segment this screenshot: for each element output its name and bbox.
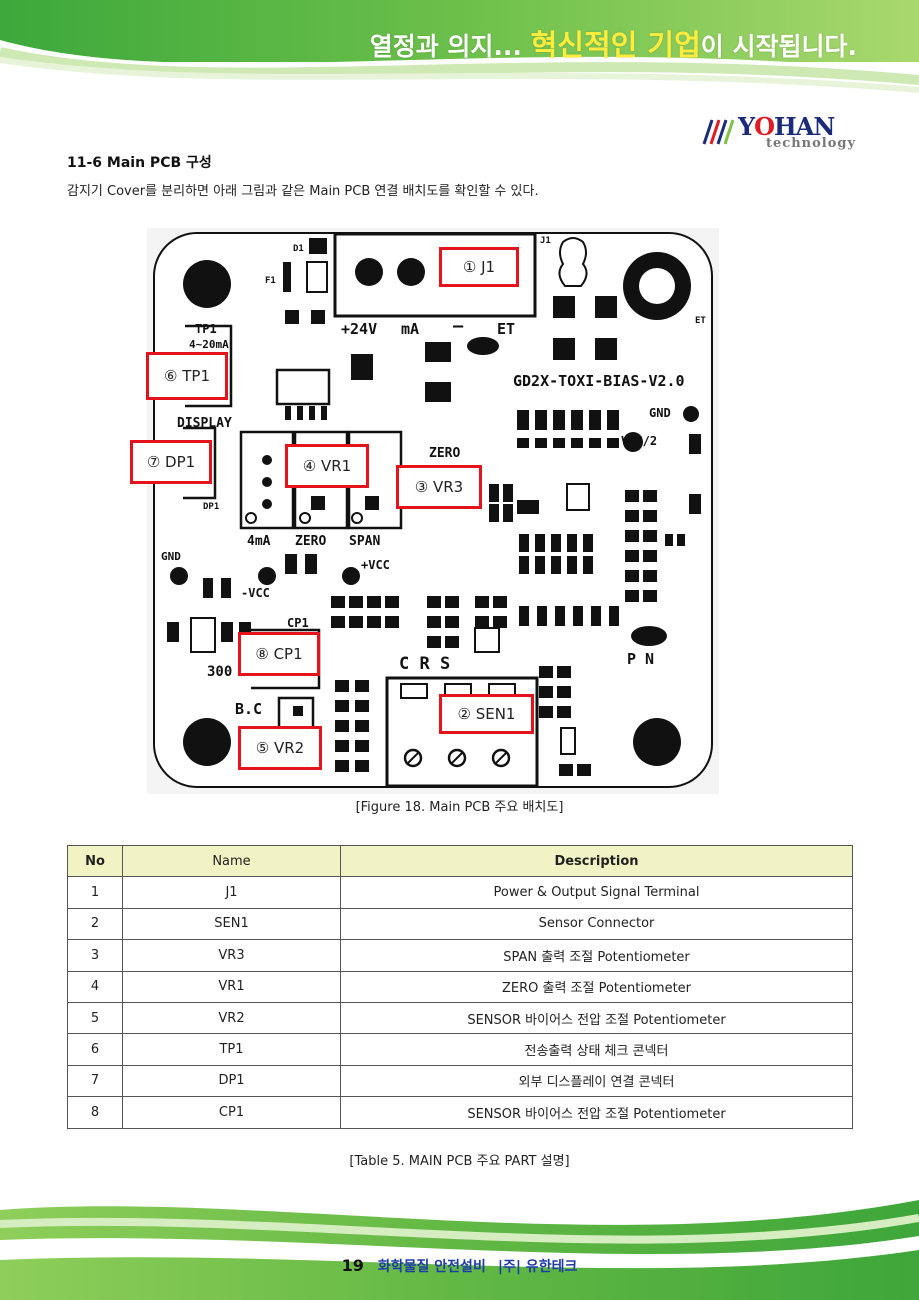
callout-tp1: ⑥ TP1 [146, 352, 228, 400]
callout-vr3: ③ VR3 [396, 465, 482, 509]
silk-bc: B.C [235, 700, 263, 718]
cell-name: SEN1 [122, 907, 341, 941]
footer-company-name: |주| 유한테크 [497, 1259, 578, 1275]
silk-zero-top: ZERO [429, 446, 461, 461]
pcb-label-f1: F1 [265, 276, 276, 286]
mounting-hole [183, 260, 231, 308]
silk-u5-300: 300 [207, 664, 233, 680]
cell-name: J1 [122, 876, 341, 909]
callout-j1: ① J1 [439, 247, 519, 287]
cell-description: Power & Output Signal Terminal [340, 876, 853, 909]
silk-gnd-left: GND [161, 550, 181, 563]
header-no: No [67, 844, 123, 878]
table-row: 1 J1 Power & Output Signal Terminal [67, 876, 853, 909]
pcb-label-d1: D1 [293, 244, 304, 254]
cell-description: 전송출력 상태 체크 콘넥터 [340, 1033, 853, 1066]
silk-tp1-sub: 4~20mA [189, 338, 229, 351]
footer-text: 19 화학물질 안전설비 |주| 유한테크 [0, 1256, 919, 1276]
cell-no: 7 [67, 1064, 123, 1098]
silk-gnd-right: GND [649, 406, 671, 420]
page-number: 19 [341, 1256, 364, 1275]
silk-pn: P N [627, 650, 655, 668]
slogan-highlight: 혁신적인 기업 [530, 28, 701, 62]
callout-vr1: ④ VR1 [285, 444, 369, 488]
cell-no: 6 [67, 1033, 123, 1066]
header-slogan: 열정과 의지... 혁신적인 기업이 시작됩니다. [369, 28, 857, 62]
cell-name: TP1 [122, 1033, 341, 1066]
table-row: 3 VR3 SPAN 출력 조절 Potentiometer [67, 939, 853, 972]
header-description: Description [340, 844, 853, 878]
cell-description: SENSOR 바이어스 전압 조절 Potentiometer [340, 1001, 853, 1035]
cell-description: SENSOR 바이어스 전압 조절 Potentiometer [340, 1096, 853, 1129]
pcb-figure: J1 D1 F1 ET +24V mA – ET GD2X-TOXI-BIAS-… [130, 228, 719, 794]
cell-no: 2 [67, 907, 123, 941]
sen1-connector-outline [385, 676, 539, 786]
cell-no: 1 [67, 876, 123, 909]
logo-brand-text: YOHAN [738, 112, 835, 141]
cell-no: 8 [67, 1096, 123, 1129]
silk-cp1: CP1 [287, 616, 309, 630]
silk-row-span: SPAN [349, 534, 381, 549]
company-logo: YOHAN technology [700, 112, 860, 154]
cell-no: 4 [67, 970, 123, 1003]
section-intro: 감지기 Cover를 분리하면 아래 그림과 같은 Main PCB 연결 배치… [67, 184, 539, 199]
callout-sen1: ② SEN1 [439, 694, 534, 734]
silk-csr: C R S [399, 654, 451, 674]
section-title: 11-6 Main PCB 구성 [67, 155, 212, 171]
silk-tp1: TP1 [195, 322, 217, 336]
logo-slashes-icon [702, 119, 734, 145]
table-row: 7 DP1 외부 디스플레이 연결 콘넥터 [67, 1064, 853, 1098]
board-name: GD2X-TOXI-BIAS-V2.0 [513, 372, 685, 390]
silk-neg-vcc: -VCC [241, 586, 270, 600]
terminal-label-minus: – [453, 316, 464, 336]
table-row: 4 VR1 ZERO 출력 조절 Potentiometer [67, 970, 853, 1003]
table-row: 2 SEN1 Sensor Connector [67, 907, 853, 941]
table-row: 8 CP1 SENSOR 바이어스 전압 조절 Potentiometer [67, 1096, 853, 1129]
cell-name: DP1 [122, 1064, 341, 1098]
callout-vr2: ⑤ VR2 [238, 726, 322, 770]
cell-description: 외부 디스플레이 연결 콘넥터 [340, 1064, 853, 1098]
table-row: 6 TP1 전송출력 상태 체크 콘넥터 [67, 1033, 853, 1066]
silk-display: DISPLAY [177, 416, 232, 431]
footer-wave-graphic [0, 1200, 919, 1300]
terminal-label-24v: +24V [341, 320, 378, 338]
header-banner: 열정과 의지... 혁신적인 기업이 시작됩니다. [0, 0, 919, 100]
silk-pos-vcc: +VCC [361, 558, 390, 572]
parts-table: No Name Description 1 J1 Power & Output … [67, 844, 853, 1129]
mounting-hole [183, 718, 231, 766]
table-header-row: No Name Description [67, 844, 853, 878]
pcb-label-et-side: ET [695, 316, 706, 326]
silk-vcc2: VCC/2 [621, 434, 658, 448]
logo-tagline: technology [766, 136, 857, 151]
j1-terminal-outline [333, 234, 537, 318]
table-row: 5 VR2 SENSOR 바이어스 전압 조절 Potentiometer [67, 1001, 853, 1035]
mascot-icon [558, 237, 588, 287]
footer-banner: 19 화학물질 안전설비 |주| 유한테크 [0, 1190, 919, 1300]
footer-company-division: 화학물질 안전설비 [377, 1259, 486, 1275]
figure-caption: [Figure 18. Main PCB 주요 배치도] [355, 800, 564, 815]
cell-description: Sensor Connector [340, 907, 853, 941]
cell-description: ZERO 출력 조절 Potentiometer [340, 970, 853, 1003]
cell-name: CP1 [122, 1096, 341, 1129]
callout-cp1: ⑧ CP1 [238, 632, 320, 676]
pcb-label-j1: J1 [540, 236, 551, 246]
silk-row-4ma: 4mA [247, 534, 271, 549]
cell-name: VR2 [122, 1001, 341, 1035]
cell-no: 3 [67, 939, 123, 972]
cell-name: VR1 [122, 970, 341, 1003]
pcb-board: J1 D1 F1 ET +24V mA – ET GD2X-TOXI-BIAS-… [153, 232, 713, 788]
cell-name: VR3 [122, 939, 341, 972]
terminal-label-ma: mA [401, 320, 420, 338]
terminal-label-et: ET [497, 320, 516, 338]
silk-row-zero: ZERO [295, 534, 327, 549]
cell-no: 5 [67, 1001, 123, 1035]
silk-dp1: DP1 [203, 502, 220, 512]
cell-description: SPAN 출력 조절 Potentiometer [340, 939, 853, 972]
callout-dp1: ⑦ DP1 [130, 440, 212, 484]
table-caption: [Table 5. MAIN PCB 주요 PART 설명] [349, 1154, 570, 1169]
mounting-hole [633, 718, 681, 766]
pcb-artwork [167, 234, 701, 786]
header-name: Name [122, 844, 341, 878]
header-wave-graphic [0, 0, 919, 100]
